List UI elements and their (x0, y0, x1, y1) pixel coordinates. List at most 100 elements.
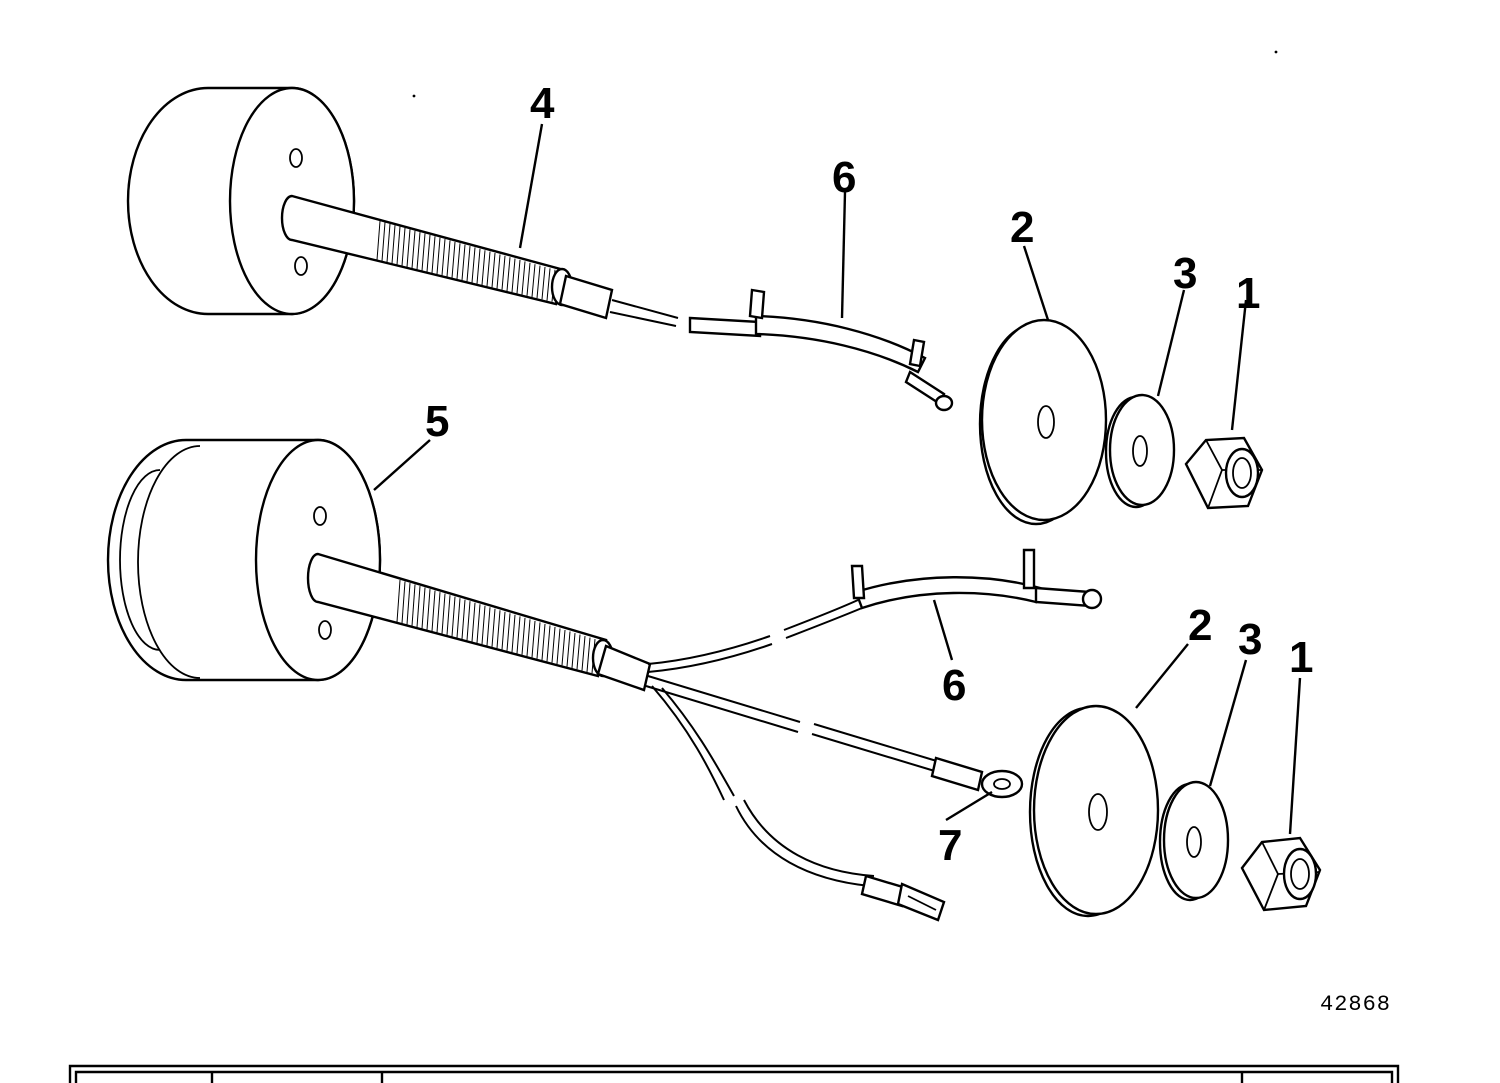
thread-line (446, 595, 451, 636)
thread-line (451, 596, 456, 637)
part-3-small-washer (1104, 393, 1176, 509)
thread-line (486, 607, 491, 646)
callout-5: 5 (425, 397, 449, 446)
thread-line (391, 225, 396, 264)
thread-line (431, 236, 436, 274)
part-3-small-washer (1158, 780, 1230, 902)
thread-line (491, 252, 496, 288)
thread-line (471, 602, 476, 642)
thread-line (556, 628, 561, 665)
thread-line (451, 241, 456, 278)
thread-line (471, 247, 476, 283)
part-5-threaded-stud (306, 552, 652, 692)
thread-line (396, 226, 401, 265)
mount-hole-upper (289, 148, 303, 168)
thread-line (426, 589, 431, 630)
leader-5 (373, 439, 431, 491)
thread-line (501, 255, 506, 290)
thread-line (401, 227, 406, 267)
thread-line (536, 265, 541, 299)
thread-line (426, 234, 431, 272)
thread-line (411, 230, 416, 269)
callout-4: 4 (530, 79, 555, 128)
wire-spade-terminal (651, 685, 946, 922)
parts-table-frame (68, 1064, 1400, 1083)
thread-line (481, 250, 486, 286)
thread-line (411, 584, 416, 626)
part-1-hex-nut (1184, 436, 1264, 510)
thread-line (521, 617, 526, 655)
thread-line (576, 634, 581, 670)
thread-line (436, 237, 441, 275)
callout-1-top: 1 (1236, 269, 1260, 318)
top-assembly (126, 86, 1264, 526)
thread-line (506, 257, 511, 292)
thread-line (376, 220, 381, 261)
part-6-wire-lead (609, 288, 954, 412)
thread-line (491, 608, 496, 647)
thread-line (526, 619, 531, 657)
part-6-wire-lead (647, 548, 1103, 673)
thread-line (511, 258, 516, 293)
callout-7: 7 (938, 821, 962, 870)
part-4-threaded-stud (280, 194, 614, 320)
figure-number: 42868 (1320, 992, 1391, 1017)
leader-6-bottom (932, 599, 954, 661)
thread-line (526, 262, 531, 296)
thread-line (531, 620, 536, 658)
callout-6-bottom: 6 (942, 661, 966, 710)
callout-2-top: 2 (1010, 203, 1034, 252)
leader-4 (518, 123, 544, 249)
thread-line (381, 222, 386, 262)
leader-2-bottom (1135, 643, 1189, 709)
speck (412, 94, 416, 98)
thread-line (456, 598, 461, 638)
thread-line (571, 632, 576, 669)
thread-line (406, 582, 411, 625)
part-2-large-washer (978, 318, 1108, 526)
thread-line (511, 614, 516, 653)
thread-line (386, 223, 391, 263)
thread-line (536, 622, 541, 659)
thread-line (496, 610, 501, 649)
leader-1-bottom (1288, 677, 1302, 835)
thread-line (546, 625, 551, 662)
thread-line (466, 246, 471, 282)
callout-1-bottom: 1 (1289, 633, 1313, 682)
thread-line (401, 581, 406, 624)
bottom-assembly (106, 438, 1322, 922)
thread-line (461, 599, 466, 640)
thread-line (456, 243, 461, 280)
callout-3-top: 3 (1173, 249, 1197, 298)
thread-line (541, 266, 546, 300)
thread-line (501, 611, 506, 650)
callout-6-top: 6 (832, 153, 856, 202)
mount-hole-upper (313, 506, 327, 526)
thread-line (466, 601, 471, 641)
thread-line (421, 587, 426, 629)
thread-line (461, 244, 466, 281)
part-1-hex-nut (1240, 836, 1322, 912)
thread-line (516, 259, 521, 294)
thread-line (396, 579, 401, 623)
thread-line (446, 240, 451, 277)
thread-line (546, 268, 551, 301)
callout-3-bottom: 3 (1238, 615, 1262, 664)
leader-3-top (1156, 289, 1186, 397)
mount-hole-lower (294, 256, 308, 276)
thread-line (441, 593, 446, 634)
thread-line (581, 636, 586, 671)
thread-line (436, 592, 441, 633)
leader-3-bottom (1208, 659, 1248, 787)
part-2-large-washer (1028, 704, 1160, 918)
leader-1-top (1230, 299, 1248, 431)
thread-line (481, 605, 486, 645)
thread-line (476, 604, 481, 644)
thread-line (586, 637, 591, 672)
part-7-ground-wire-ring-terminal (645, 675, 1024, 799)
part-4-housing (126, 86, 356, 316)
thread-line (406, 229, 411, 268)
callout-labels: 4 6 2 3 1 5 6 7 2 3 1 (425, 79, 1313, 870)
leader-7 (945, 790, 993, 822)
